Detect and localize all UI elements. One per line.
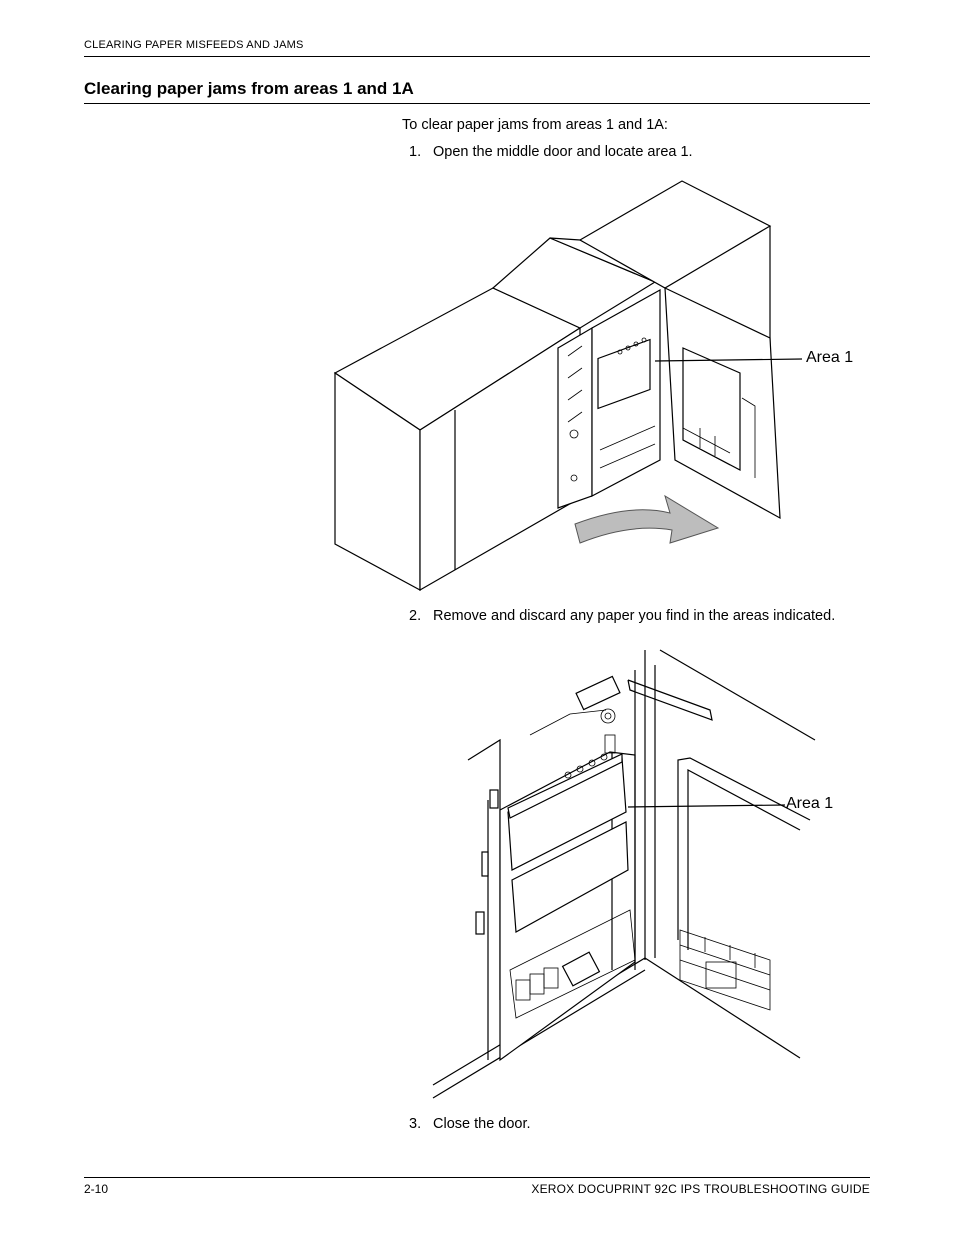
area-1-closeup-illustration [432, 649, 816, 1099]
header-rule [84, 56, 870, 57]
footer-rule [84, 1177, 870, 1178]
step-3-number: 3. [409, 1116, 422, 1132]
page-number: 2-10 [84, 1182, 109, 1196]
intro-text: To clear paper jams from areas 1 and 1A: [402, 117, 668, 133]
figure-1-area-1-label: Area 1 [806, 349, 854, 366]
figure-2-area-1-label: Area 1 [786, 795, 834, 812]
step-1: 1. Open the middle door and locate area 1… [409, 144, 693, 160]
step-3-text: Close the door. [433, 1116, 531, 1132]
guide-title: XEROX DOCUPRINT 92C IPS TROUBLESHOOTING … [531, 1182, 870, 1196]
step-2-number: 2. [409, 608, 422, 624]
step-2: 2. Remove and discard any paper you find … [409, 608, 835, 624]
step-1-number: 1. [409, 144, 422, 160]
step-3: 3. Close the door. [409, 1116, 531, 1132]
step-1-text: Open the middle door and locate area 1. [433, 144, 693, 160]
step-2-text: Remove and discard any paper you find in… [433, 608, 836, 624]
printer-open-door-illustration [333, 180, 803, 592]
title-rule [84, 103, 870, 104]
section-title: Clearing paper jams from areas 1 and 1A [84, 79, 414, 98]
running-head: CLEARING PAPER MISFEEDS AND JAMS [84, 39, 304, 51]
